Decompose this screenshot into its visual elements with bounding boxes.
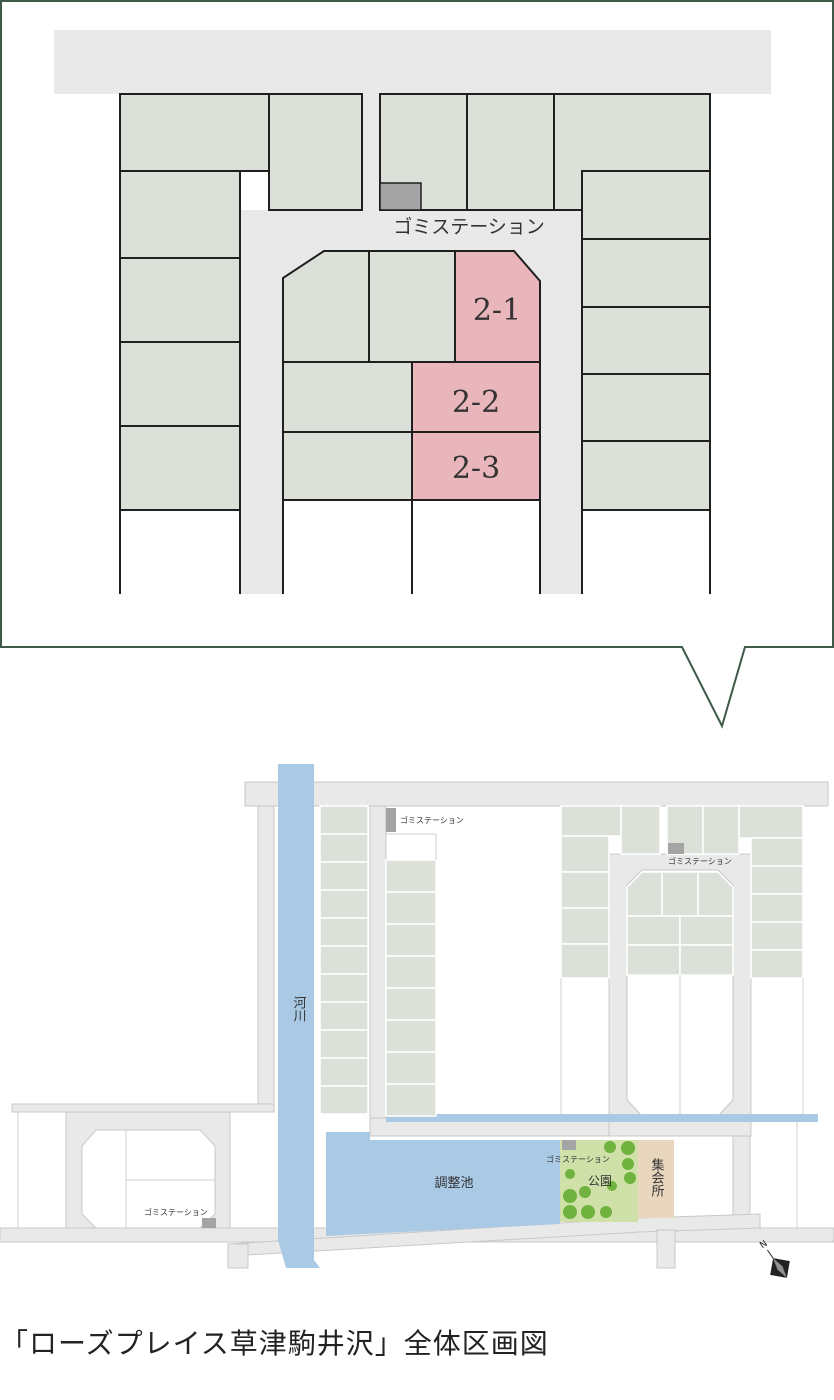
lot — [282, 431, 413, 501]
hall-label: 集会所 — [649, 1157, 665, 1197]
lot-label-2-2: 2-2 — [452, 385, 500, 420]
garbage-station-label: ゴミステーション — [144, 1207, 208, 1217]
garbage-station-marker — [562, 1140, 576, 1150]
overview-boundaries — [17, 833, 804, 1228]
road-loop — [240, 210, 582, 594]
lot — [119, 93, 270, 172]
lot — [466, 93, 555, 211]
garbage-station-marker — [386, 808, 396, 832]
lot — [581, 306, 711, 375]
highlight-lots — [411, 250, 541, 501]
lot-label-2-1: 2-1 — [473, 293, 521, 328]
lot-label-2-3: 2-3 — [452, 451, 500, 486]
road-mid-vertical — [369, 805, 387, 1137]
detail-lots — [119, 93, 711, 511]
river — [278, 764, 320, 1268]
road-west-vertical — [257, 805, 275, 1107]
river-label: 河川 — [291, 996, 307, 1022]
park-label: 公園 — [588, 1174, 612, 1188]
garbage-station-label: ゴミステーション — [393, 216, 545, 238]
lot — [581, 170, 711, 240]
compass-label: N — [758, 1239, 769, 1251]
lot — [268, 93, 363, 211]
detail-callout: ゴミステーション 2-1 2-2 2-3 — [0, 0, 834, 729]
lot — [581, 238, 711, 308]
park-trees — [563, 1141, 636, 1219]
garbage-station-marker — [202, 1218, 216, 1228]
lot — [581, 373, 711, 442]
lot — [119, 425, 241, 511]
canal-east — [386, 1114, 818, 1122]
detail-boundary-lines — [119, 500, 711, 594]
road-connector — [362, 94, 380, 210]
compass-icon: N — [758, 1239, 790, 1278]
overview-lots — [319, 805, 804, 1117]
detail-roads — [54, 30, 771, 594]
road-south-stub-east — [656, 1229, 676, 1269]
garbage-station-marker — [668, 843, 684, 854]
lot — [368, 250, 456, 363]
river-top-cap — [278, 764, 314, 782]
garbage-station-marker — [379, 182, 422, 211]
road-top — [54, 30, 771, 94]
lot — [119, 257, 241, 343]
road-north — [244, 781, 829, 807]
lot-2-3[interactable] — [411, 431, 541, 501]
retention-pond — [326, 1132, 560, 1236]
pond-label: 調整池 — [434, 1176, 473, 1191]
lot — [581, 440, 711, 511]
lot-2-2[interactable] — [411, 361, 541, 433]
lot — [282, 361, 413, 433]
garbage-station-label: ゴミステーション — [400, 815, 464, 825]
lot-2-1[interactable] — [454, 250, 541, 363]
road-south-stub-west — [227, 1243, 249, 1269]
overview-map: ゴミステーション ゴミステーション ゴミステーション ゴミステーション 河川 調… — [0, 764, 834, 1278]
garbage-station-label: ゴミステーション — [546, 1154, 610, 1164]
lot — [119, 341, 241, 427]
map-caption: 「ローズプレイス草津駒井沢」全体区画図 — [0, 1327, 549, 1360]
community-hall — [638, 1140, 674, 1218]
lot — [119, 170, 241, 259]
garbage-station-label: ゴミステーション — [668, 856, 732, 866]
road-west-horizontal — [11, 1103, 275, 1113]
